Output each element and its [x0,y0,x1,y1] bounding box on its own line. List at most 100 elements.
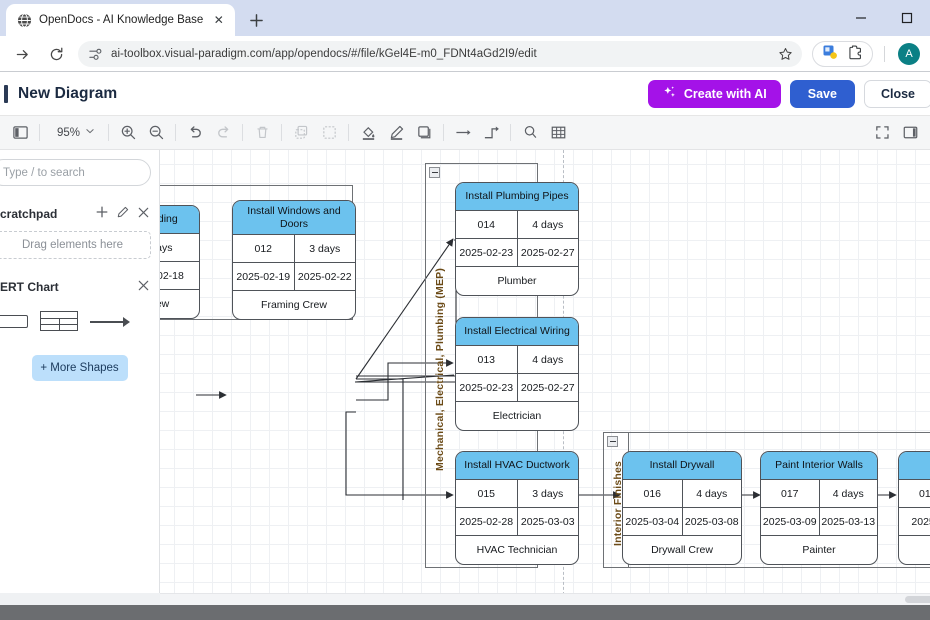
extension-puzzle-color-icon[interactable] [822,44,838,65]
address-bar[interactable]: ai-toolbox.visual-paradigm.com/app/opend… [78,41,802,67]
fill-color-icon[interactable] [354,120,382,146]
save-button[interactable]: Save [789,79,855,108]
diagram-toolbar: 95% [0,116,930,150]
pert-node-siding[interactable]: or Siding 4 days 2025-02-18 Crew [160,205,200,319]
close-icon[interactable] [138,205,149,223]
zoom-in-icon[interactable] [114,120,142,146]
create-with-ai-button[interactable]: Create with AI [647,79,781,108]
reload-icon[interactable] [42,40,70,68]
collapse-icon-interior[interactable] [607,436,618,447]
zoom-level-value: 95% [57,126,81,139]
avatar[interactable]: A [898,43,920,65]
pert-node-row: 016 4 days [623,480,741,508]
comment-icon[interactable] [516,120,544,146]
fit-screen-icon[interactable] [868,120,896,146]
shape-palette [0,302,159,331]
delete-icon[interactable] [248,120,276,146]
pert-node-start: 2025-02-28 [459,515,514,528]
pert-table-shape[interactable] [40,311,78,331]
sparkle-icon [662,85,677,103]
arrow-shape[interactable] [90,316,130,328]
pert-node-start: 2025-02-19 [236,270,291,283]
zoom-out-icon[interactable] [142,120,170,146]
pert-node-013[interactable]: Install Electrical Wiring 013 4 days 202… [455,317,579,431]
shadow-icon[interactable] [410,120,438,146]
close-button[interactable]: Close [863,79,930,108]
pert-node-code: 017 [780,487,799,500]
pert-node-012[interactable]: Install Windows and Doors 012 3 days 202… [232,200,356,320]
pert-node-start: 2025-02-23 [459,246,514,259]
pert-node-row: 014 4 days [456,211,578,239]
pert-node-row: 2025-03-09 2025-03-13 [761,508,877,536]
diagram-canvas[interactable]: Mechanical, Electrical, Plumbing (MEP) I… [160,150,930,605]
pert-node-resource: Electrician [492,410,542,422]
pert-node-row: 2025-02-28 2025-03-03 [456,508,578,536]
pert-node-start: 2025-03-04 [625,515,680,528]
pert-node-018[interactable]: In 018 2025-0 Fl [898,451,930,565]
close-icon[interactable]: ✕ [213,13,224,27]
pert-node-code: 014 [477,218,496,231]
scratchpad-title: Scratchpad [0,207,58,221]
pert-node-title: Install Electrical Wiring [456,318,578,346]
zoom-level-select[interactable]: 95% [49,121,103,145]
undo-icon[interactable] [181,120,209,146]
toolbar-right-group [868,120,924,146]
scratchpad-dropzone[interactable]: Drag elements here [0,231,151,259]
right-panel-icon[interactable] [896,120,924,146]
extensions-pill [812,41,873,67]
browser-tab[interactable]: OpenDocs - AI Knowledge Base ✕ [6,4,236,36]
search-input[interactable]: Type / to search [0,159,151,186]
pert-node-row: 012 3 days [233,235,355,263]
pert-node-resource: Drywall Crew [651,544,713,556]
frame-interior[interactable] [603,432,930,568]
pert-node-title: Install Drywall [623,452,741,480]
bookmark-star-icon[interactable] [774,43,796,65]
site-settings-icon[interactable] [88,47,103,62]
browser-tab-title: OpenDocs - AI Knowledge Base [39,14,204,26]
table-icon[interactable] [544,120,572,146]
pert-node-row: 4 days [160,234,199,262]
left-shape-panel: Type / to search Scratchpad Drag element… [0,150,160,605]
orthogonal-connector-icon[interactable] [477,120,505,146]
pert-node-014[interactable]: Install Plumbing Pipes 014 4 days 2025-0… [455,182,579,296]
paste-icon[interactable] [315,120,343,146]
forward-icon[interactable] [8,40,36,68]
pert-node-row: 015 3 days [456,480,578,508]
straight-connector-icon[interactable] [449,120,477,146]
window-bottom-bar [0,605,930,620]
extensions-icon[interactable] [847,44,863,65]
line-color-icon[interactable] [382,120,410,146]
edit-icon[interactable] [117,205,129,223]
pert-node-duration: 4 days [681,480,742,507]
pert-node-015[interactable]: Install HVAC Ductwork 015 3 days 2025-02… [455,451,579,565]
horizontal-scrollbar-thumb[interactable] [905,596,930,603]
page-title: New Diagram [18,84,118,102]
pert-node-016[interactable]: Install Drywall 016 4 days 2025-03-04 20… [622,451,742,565]
panel-toggle-icon[interactable] [6,120,34,146]
close-icon[interactable] [138,278,149,296]
horizontal-scrollbar[interactable] [160,593,930,605]
minimize-icon[interactable] [838,0,884,36]
more-shapes-button[interactable]: + More Shapes [31,355,128,381]
scratchpad-section-header: Scratchpad [0,199,159,229]
toolbar-divider [884,46,885,62]
pert-node-resource: Crew [160,298,170,310]
scratchpad-actions [96,205,149,223]
add-icon[interactable] [96,205,108,223]
pert-node-017[interactable]: Paint Interior Walls 017 4 days 2025-03-… [760,451,878,565]
copy-icon[interactable] [287,120,315,146]
collapse-icon-mep[interactable] [429,167,440,178]
pert-node-row: 2025-02-19 2025-02-22 [233,263,355,291]
redo-icon[interactable] [209,120,237,146]
rectangle-shape[interactable] [0,314,28,328]
new-tab-button[interactable] [243,7,269,33]
chrome-divider [0,71,930,72]
maximize-icon[interactable] [884,0,930,36]
globe-icon [17,12,32,28]
pert-node-start: 2025-02-23 [459,381,514,394]
pert-node-duration: 4 days [818,480,878,507]
pert-node-start: 2025-03-09 [762,515,817,528]
pert-node-end: 2025-03-03 [516,508,579,535]
app-logo-icon [4,84,8,103]
pert-node-end: 2025-03-13 [818,508,878,535]
